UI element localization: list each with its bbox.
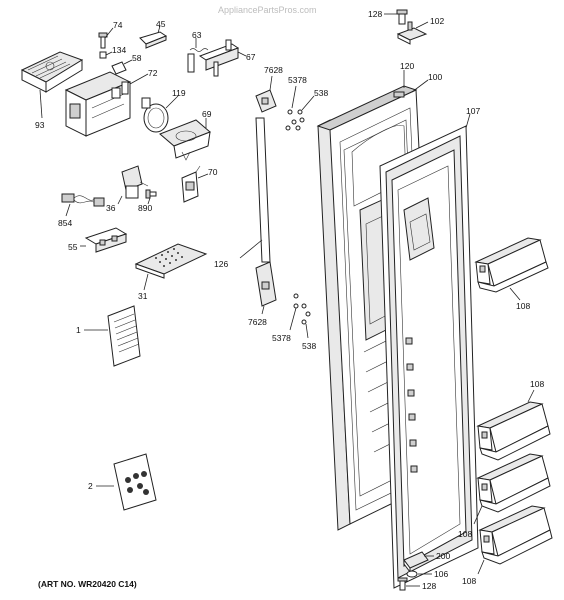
part-5378-top-screws[interactable] (285, 109, 297, 131)
label-45: 45 (156, 19, 166, 29)
part-854-wire-harness[interactable] (61, 193, 105, 207)
part-538-bottom-screws[interactable] (301, 303, 311, 325)
label-7628-bottom: 7628 (248, 317, 267, 327)
label-67: 67 (246, 52, 256, 62)
label-107: 107 (466, 106, 480, 116)
part-119-motor[interactable] (141, 97, 169, 133)
label-55: 55 (68, 242, 78, 252)
part-67-bracket[interactable] (198, 39, 240, 77)
part-134-clip[interactable] (99, 51, 107, 59)
part-63-spring[interactable] (187, 48, 209, 73)
part-106-washer[interactable] (406, 570, 418, 578)
part-5378-bottom-screws[interactable] (293, 293, 299, 309)
part-55-bracket[interactable] (84, 227, 128, 253)
part-107-door-gasket[interactable] (379, 125, 479, 589)
label-31: 31 (138, 291, 148, 301)
label-63: 63 (192, 30, 202, 40)
part-128-bottom-screw[interactable] (397, 577, 408, 591)
label-126: 126 (214, 259, 228, 269)
label-890: 890 (138, 203, 152, 213)
label-58: 58 (132, 53, 142, 63)
label-2: 2 (88, 481, 93, 491)
label-93: 93 (35, 120, 45, 130)
part-108-door-bin-3[interactable] (476, 453, 551, 513)
part-72-dispenser-housing[interactable] (64, 71, 132, 137)
part-69-cover[interactable] (159, 119, 211, 161)
label-128-bottom: 128 (422, 581, 436, 591)
part-7628-top-hinge-cover[interactable] (255, 89, 277, 113)
label-108-b: 108 (530, 379, 544, 389)
label-100: 100 (428, 72, 442, 82)
part-70-switch[interactable] (181, 165, 201, 203)
part-1-owners-manual[interactable] (107, 305, 141, 367)
label-5378-top: 5378 (288, 75, 307, 85)
label-5378-bottom: 5378 (272, 333, 291, 343)
label-200: 200 (436, 551, 450, 561)
part-890-screw[interactable] (145, 189, 157, 199)
part-2-hardware-bag[interactable] (113, 453, 157, 511)
label-854: 854 (58, 218, 72, 228)
label-1: 1 (76, 325, 81, 335)
label-72: 72 (148, 68, 158, 78)
part-36-solenoid[interactable] (121, 165, 149, 199)
part-74-screw[interactable] (98, 32, 108, 49)
label-119: 119 (172, 88, 186, 98)
label-108-c: 108 (458, 529, 472, 539)
part-7628-bottom-hinge-cover[interactable] (255, 261, 277, 307)
watermark: AppliancePartsPros.com (218, 5, 317, 15)
label-7628-top: 7628 (264, 65, 283, 75)
part-45-bracket[interactable] (139, 31, 168, 49)
part-93-control-panel[interactable] (20, 51, 84, 93)
part-31-drip-tray[interactable] (134, 243, 208, 279)
label-128-top: 128 (368, 9, 382, 19)
label-36: 36 (106, 203, 116, 213)
part-538-top-screws[interactable] (295, 109, 305, 131)
label-108-a: 108 (516, 301, 530, 311)
part-108-door-bin-bottom[interactable] (478, 505, 553, 565)
label-74: 74 (113, 20, 123, 30)
part-128-top-screw[interactable] (396, 9, 408, 25)
art-number: (ART NO. WR20420 C14) (38, 579, 137, 589)
part-108-door-bin-top[interactable] (474, 237, 549, 293)
label-108-d: 108 (462, 576, 476, 586)
part-102-hinge[interactable] (396, 21, 428, 45)
part-108-door-bin-2[interactable] (476, 401, 551, 461)
label-102: 102 (430, 16, 444, 26)
label-69: 69 (202, 109, 212, 119)
label-538-top: 538 (314, 88, 328, 98)
part-126-tube[interactable] (255, 117, 271, 263)
label-538-bottom: 538 (302, 341, 316, 351)
label-70: 70 (208, 167, 218, 177)
part-58-actuator[interactable] (111, 61, 127, 75)
label-106: 106 (434, 569, 448, 579)
label-120: 120 (400, 61, 414, 71)
label-134: 134 (112, 45, 126, 55)
